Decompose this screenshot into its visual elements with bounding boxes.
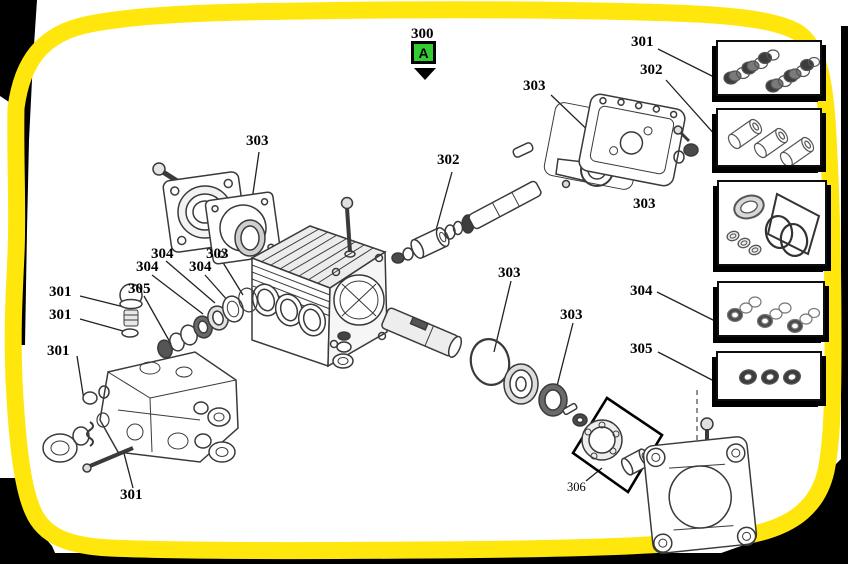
callout-301-bottom: 301: [120, 487, 143, 503]
marker-letter: A: [418, 44, 429, 61]
callout-305-kit: 305: [630, 341, 653, 357]
callout-306: 306: [567, 480, 586, 494]
callout-305-row: 305: [128, 281, 151, 297]
kit-302-sleeves-art: [727, 118, 815, 165]
callout-303-seal: 303: [560, 307, 583, 323]
callout-303-snapring: 303: [498, 265, 521, 281]
kit-303-seals-art: [726, 192, 821, 258]
kit-box-302[interactable]: [716, 108, 822, 167]
kit-305-orings-art: [738, 369, 802, 385]
callout-303-flange-seal: 303: [246, 133, 269, 149]
kit-box-304[interactable]: [717, 281, 825, 337]
view-marker-a-button[interactable]: A: [411, 41, 436, 64]
yellow-marker-loop: [4, 1, 842, 560]
callout-304-b: 304: [136, 259, 159, 275]
marker-down-triangle-icon: [414, 68, 436, 80]
callout-304-a: 304: [151, 246, 174, 262]
kit-box-301[interactable]: [716, 40, 822, 96]
kit-box-305[interactable]: [716, 351, 822, 401]
callout-301-body: 301: [47, 343, 70, 359]
callout-301-cap: 301: [49, 284, 72, 300]
kit-304-seal-sets-art: [726, 296, 821, 334]
mounting-flange: [642, 417, 758, 554]
crankshaft: [381, 307, 463, 358]
callout-303-cover: 303: [523, 78, 546, 94]
callout-304-c: 304: [189, 259, 212, 275]
marker-300-label: 300: [411, 26, 434, 42]
callout-303-row: 303: [206, 246, 229, 262]
kit-301-valves-art: [723, 49, 820, 93]
kit-box-303[interactable]: [717, 180, 827, 266]
callout-302-kit: 302: [640, 62, 663, 78]
callout-301-kit: 301: [631, 34, 654, 50]
detail-box-306: [571, 396, 664, 494]
callout-304-kit: 304: [630, 283, 653, 299]
callout-303-kit: 303: [633, 196, 656, 212]
pump-head-manifold: [42, 283, 239, 473]
callout-302-sleeve: 302: [437, 152, 460, 168]
bearing-seal-stack: [469, 338, 606, 437]
seal-packing-row: [157, 287, 258, 359]
crankcase-block: [250, 196, 388, 369]
bearing-flange-assembly: [152, 162, 282, 265]
callout-301-ring: 301: [49, 307, 72, 323]
valve-cover-assembly: [543, 93, 699, 190]
